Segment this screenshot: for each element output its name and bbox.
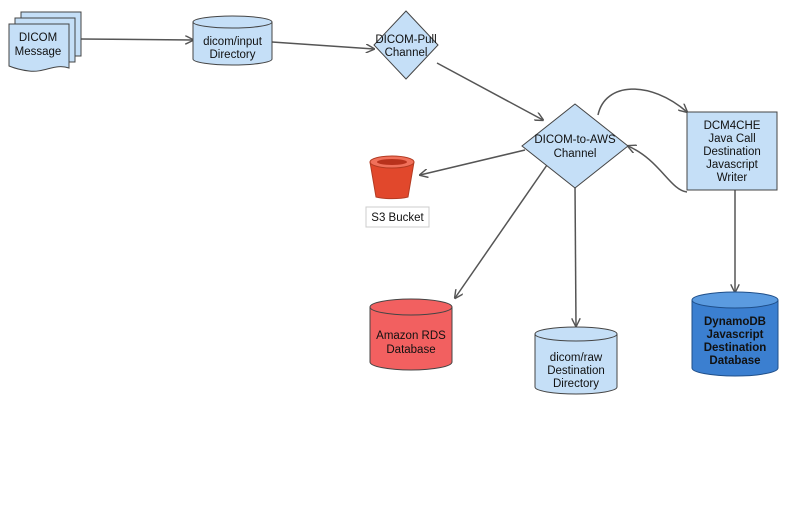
edge-aws-to-dcm4che xyxy=(597,88,687,116)
node-dynamodb-line-3: Destination xyxy=(704,342,767,354)
node-pull-channel[interactable]: DICOM-Pull Channel xyxy=(373,10,439,80)
node-dcm4che-line-1: DCM4CHE xyxy=(704,120,761,132)
node-rds-line-1: Amazon RDS xyxy=(376,330,446,342)
node-dcm4che-line-3: Destination xyxy=(703,146,761,158)
node-raw-line-2: Destination xyxy=(547,365,605,377)
node-raw-line-1: dicom/raw xyxy=(550,352,603,364)
node-dicom-message[interactable]: DICOM Message xyxy=(8,11,82,72)
connectors xyxy=(79,39,735,326)
node-raw-line-3: Directory xyxy=(553,378,599,390)
node-raw-directory[interactable]: dicom/raw Destination Directory xyxy=(534,326,618,395)
node-dcm4che-line-5: Writer xyxy=(717,172,748,184)
node-rds-line-2: Database xyxy=(386,344,435,356)
edge-message-to-input xyxy=(79,39,193,40)
node-pull-channel-line-1: DICOM-Pull xyxy=(375,34,436,46)
node-input-directory[interactable]: dicom/input Directory xyxy=(192,15,273,66)
edge-dcm4che-to-aws xyxy=(628,146,688,193)
node-input-directory-line-2: Directory xyxy=(209,49,255,61)
node-dcm4che-line-4: Javascript xyxy=(706,159,759,171)
node-aws-channel-line-1: DICOM-to-AWS xyxy=(534,134,616,146)
node-s3-bucket[interactable]: S3 Bucket xyxy=(365,155,430,228)
node-aws-channel-line-2: Channel xyxy=(554,148,597,160)
node-dicom-message-line-2: Message xyxy=(15,46,62,58)
node-pull-channel-line-2: Channel xyxy=(385,47,428,59)
node-dynamodb-line-2: Javascript xyxy=(707,329,764,341)
edge-aws-to-rds xyxy=(455,164,548,298)
edge-aws-to-s3 xyxy=(420,149,526,175)
node-amazon-rds[interactable]: Amazon RDS Database xyxy=(369,298,453,371)
node-s3-label: S3 Bucket xyxy=(371,212,424,224)
s3-bucket-icon xyxy=(369,155,415,200)
node-input-directory-line-1: dicom/input xyxy=(203,36,263,48)
node-dcm4che-writer[interactable]: DCM4CHE Java Call Destination Javascript… xyxy=(686,111,778,191)
node-dynamodb-line-1: DynamoDB xyxy=(704,316,766,328)
edge-aws-to-raw xyxy=(575,184,576,326)
edge-pull-to-aws xyxy=(436,62,543,120)
node-aws-channel[interactable]: DICOM-to-AWS Channel xyxy=(521,103,629,189)
edge-input-to-pull xyxy=(271,41,374,49)
node-dicom-message-line-1: DICOM xyxy=(19,32,57,44)
node-dynamodb-line-4: Database xyxy=(709,355,760,367)
node-dcm4che-line-2: Java Call xyxy=(708,133,755,145)
node-dynamodb[interactable]: DynamoDB Javascript Destination Database xyxy=(691,291,779,377)
